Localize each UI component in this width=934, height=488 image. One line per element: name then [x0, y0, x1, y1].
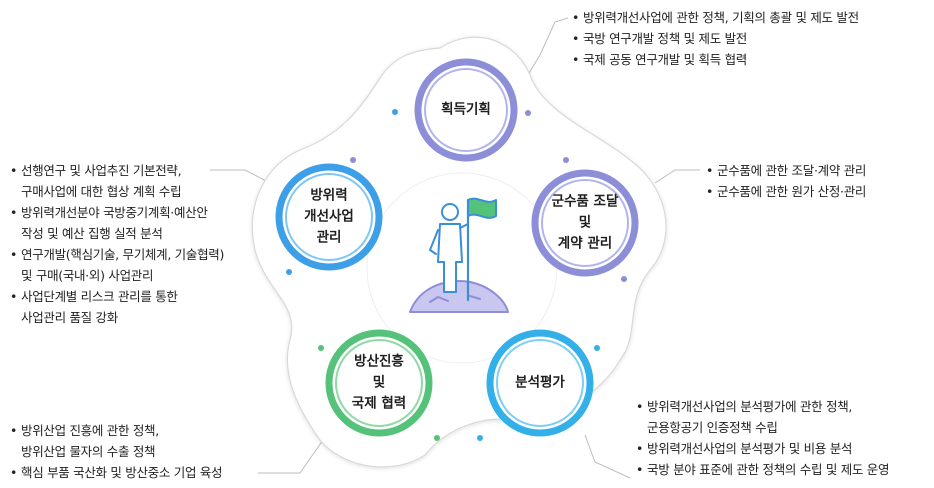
list-item: 연구개발(핵심기술, 무기체계, 기술협력) 및 구매(국내·외) 사업관리: [10, 244, 224, 286]
list-item: 방위력개선사업의 분석평가에 관한 정책, 군용항공기 인증정책 수립: [636, 396, 889, 438]
person-flag-icon: [409, 197, 509, 313]
connector-lines: [210, 17, 700, 479]
list-item: 군수품에 관한 조달·계약 관리: [706, 160, 866, 181]
list-item: 선행연구 및 사업추진 기본전략, 구매사업에 대한 협상 계획 수립: [10, 160, 224, 202]
connector-proc: [654, 169, 700, 184]
connector-acq: [519, 17, 569, 89]
node-program-management: [275, 163, 383, 271]
list-procurement: 군수품에 관한 조달·계약 관리 군수품에 관한 원가 산정·관리: [706, 160, 866, 202]
list-item: 국방 분야 표준에 관한 정책의 수립 및 제도 운영: [636, 459, 890, 480]
list-item: 방위력개선사업의 분석평가 및 비용 분석: [636, 438, 889, 459]
list-item: 방위력개선사업에 관한 정책, 기획의 총괄 및 제도 발전: [572, 7, 859, 28]
list-item: 국제 공동 연구개발 및 획득 협력: [572, 49, 859, 70]
list-item: 핵심 부품 국산화 및 방산중소 기업 육성: [10, 462, 223, 483]
node-label-defense-industry: 방산진흥 및 국제 협력: [351, 353, 407, 412]
node-defense-industry: [325, 329, 433, 437]
list-acquisition-planning: 방위력개선사업에 관한 정책, 기획의 총괄 및 제도 발전 국방 연구개발 정…: [572, 7, 859, 70]
node-acquisition-planning: [414, 58, 518, 162]
connector-eval: [584, 434, 631, 479]
list-item: 방위력개선분야 국방중기계획·예산안 작성 및 예산 집행 실적 분석: [10, 202, 224, 244]
node-label-program-management: 방위력 개선사업 관리: [304, 187, 354, 246]
node-label-analysis-evaluation: 분석평가: [515, 374, 565, 391]
list-item: 방위산업 진흥에 관한 정책, 방위산업 물자의 수출 정책: [10, 420, 222, 462]
list-item: 사업단계별 리스크 관리를 통한 사업관리 품질 강화: [10, 286, 224, 328]
node-procurement-contract: [531, 169, 639, 277]
list-program-management: 선행연구 및 사업추진 기본전략, 구매사업에 대한 협상 계획 수립 방위력개…: [10, 160, 224, 328]
list-defense-industry: 방위산업 진흥에 관한 정책, 방위산업 물자의 수출 정책 핵심 부품 국산화…: [10, 420, 223, 483]
connector-industry: [258, 429, 331, 474]
list-item: 군수품에 관한 원가 산정·관리: [706, 181, 866, 202]
list-item: 국방 연구개발 정책 및 제도 발전: [572, 28, 859, 49]
list-analysis-evaluation: 방위력개선사업의 분석평가에 관한 정책, 군용항공기 인증정책 수립 방위력개…: [636, 396, 890, 480]
node-label-procurement: 군수품 조달 및 계약 관리: [551, 193, 619, 252]
node-analysis-evaluation: [486, 329, 594, 437]
ring-dots: [286, 109, 627, 441]
node-label-acquisition-planning: 획득기획: [441, 101, 491, 118]
